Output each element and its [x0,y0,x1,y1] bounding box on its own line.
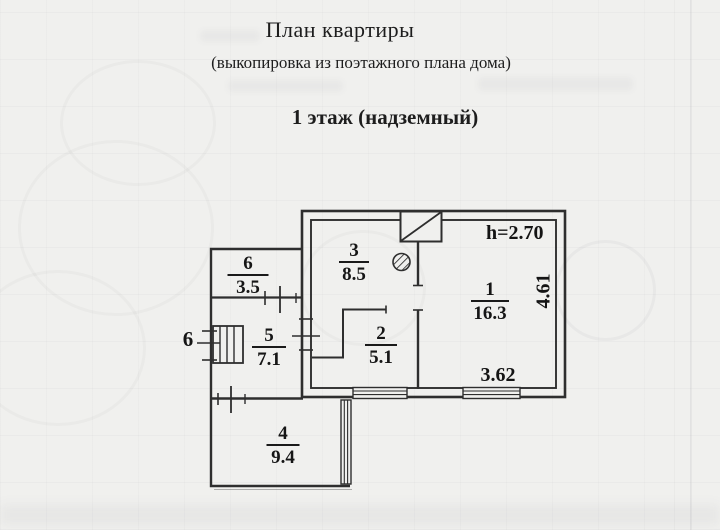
ceiling-height-label: h=2.70 [486,222,544,244]
annex-walls [209,247,352,490]
room-label-5: 5 7.1 [252,326,286,369]
partitions [312,242,423,389]
window-icon [352,386,408,400]
page-title: План квартиры [265,17,415,42]
room-area: 9.4 [271,447,295,468]
room-area: 8.5 [342,264,366,285]
flue-hatched-circle-icon [392,252,411,272]
depth-dimension-label: 4.61 [532,273,555,309]
page-subtitle: (выкопировка из поэтажного плана дома) [211,53,511,72]
partition-room2 [312,308,386,359]
fraction-bar [471,300,509,302]
window-icon [340,399,352,485]
entry-canopy [399,210,443,243]
fraction-bar [266,444,300,446]
floor-heading: 1 этаж (надземный) [291,105,479,129]
canopy-diagonal-line [400,211,442,242]
width-dimension-label: 3.62 [480,364,516,386]
room-number: 3 [349,240,359,261]
room-area: 16.3 [473,303,507,324]
room-label-3: 3 8.5 [339,241,369,284]
windows [340,386,521,485]
room-number: 1 [485,279,495,300]
room-label-2: 2 5.1 [365,324,397,367]
room-number: 5 [264,325,274,346]
room-area: 3.5 [236,277,260,298]
fraction-bar [365,344,397,346]
room-number: 4 [278,423,288,444]
window-icon [462,386,521,400]
fraction-bar [252,346,286,348]
room-label-4: 4 9.4 [266,423,300,468]
room-label-6: 6 3.5 [227,253,269,298]
room-area: 7.1 [257,349,281,370]
room-number: 2 [376,323,386,344]
stove-room5 [212,325,244,364]
fraction-bar [339,261,369,263]
room-area: 5.1 [369,347,393,368]
room-label-1: 1 16.3 [471,280,509,323]
stove-callout-label: 6 [182,327,194,351]
annex-outline-wall [209,247,350,488]
fraction-bar [227,274,269,276]
stove-striped-icon [212,325,244,364]
opening-ticks [197,286,320,413]
room-number: 6 [243,253,253,274]
